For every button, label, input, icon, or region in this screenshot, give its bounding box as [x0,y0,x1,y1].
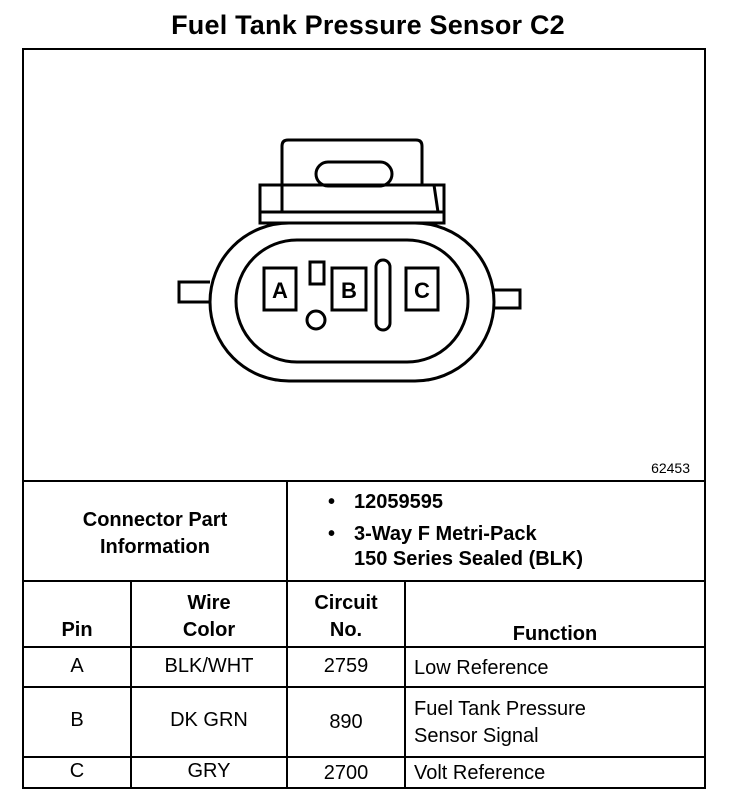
right-tab [494,288,522,310]
divider-row-b [24,756,704,758]
col-divider-pin [130,580,132,787]
connector-info-bullets: 12059595 3-Way F Metri-Pack 150 Series S… [324,490,583,579]
latch-base [258,183,446,225]
row-a-pin: A [70,655,84,677]
header-function-line1 [406,594,704,621]
connector-info-line1: Connector Part [82,509,228,531]
latch-housing [280,138,440,213]
divider-info [24,580,704,582]
row-c-function: Volt Reference [414,762,546,784]
header-pin: Pin [24,590,130,644]
header-circuit-no: Circuit No. [288,590,404,644]
row-b-function: Fuel Tank Pressure Sensor Signal [414,696,704,750]
latch-slot [314,160,394,188]
header-wire-line2: Color [182,619,236,641]
header-pin-line1 [24,590,130,617]
connector-info-label: Connector Part Information [24,507,286,561]
connector-body-inner [234,238,470,364]
left-tab [177,280,210,304]
row-a-function: Low Reference [414,657,549,679]
header-wire-color: Wire Color [132,590,286,644]
row-b-function-line2: Sensor Signal [414,725,539,747]
center-rib [374,258,392,332]
connector-info-line2: Information [100,536,210,558]
col-divider-circuit [404,580,406,787]
bullet-connector-type: 3-Way F Metri-Pack 150 Series Sealed (BL… [324,522,583,572]
figure-number: 62453 [651,460,690,476]
row-c-circuit: 2700 [323,762,369,784]
bullet-connector-type-line2: 150 Series Sealed (BLK) [354,548,583,570]
row-a-wire: BLK/WHT [164,655,254,677]
bullet-part-number-text: 12059595 [354,491,443,513]
header-wire-line1: Wire [187,592,231,614]
connector-diagram: A B C 62453 [24,50,704,480]
row-b-circuit: 890 [329,711,363,733]
cavity-b [330,266,368,312]
divider-header [24,646,704,648]
connector-sheet: A B C 62453 Connector Part Information 1… [22,48,706,789]
cavity-a [262,266,298,312]
pin-label-b: B [341,278,357,303]
header-circuit-line2: No. [329,619,363,641]
header-function: Function [406,594,704,648]
divider-diagram [24,480,704,482]
bullet-part-number: 12059595 [324,490,583,515]
page-title: Fuel Tank Pressure Sensor C2 [171,10,565,40]
header-function-line2: Function [512,623,598,645]
key-hole [305,309,327,331]
connector-drawing: A B C [177,138,522,383]
col-divider-1 [286,480,288,787]
divider-row-a [24,686,704,688]
header-circuit-line1: Circuit [314,592,378,614]
row-c-wire: GRY [187,760,231,782]
header-pin-line2: Pin [61,619,93,641]
pin-label-a: A [272,278,288,303]
row-b-function-line1: Fuel Tank Pressure [414,698,586,720]
row-b-wire: DK GRN [170,709,248,731]
row-a-circuit: 2759 [323,655,369,677]
pin-label-c: C [414,278,430,303]
row-c-pin: C [69,760,85,782]
key-peg [308,260,326,286]
cavity-c [404,266,440,312]
bullet-connector-type-line1: 3-Way F Metri-Pack [354,523,537,545]
row-b-pin: B [70,709,84,731]
